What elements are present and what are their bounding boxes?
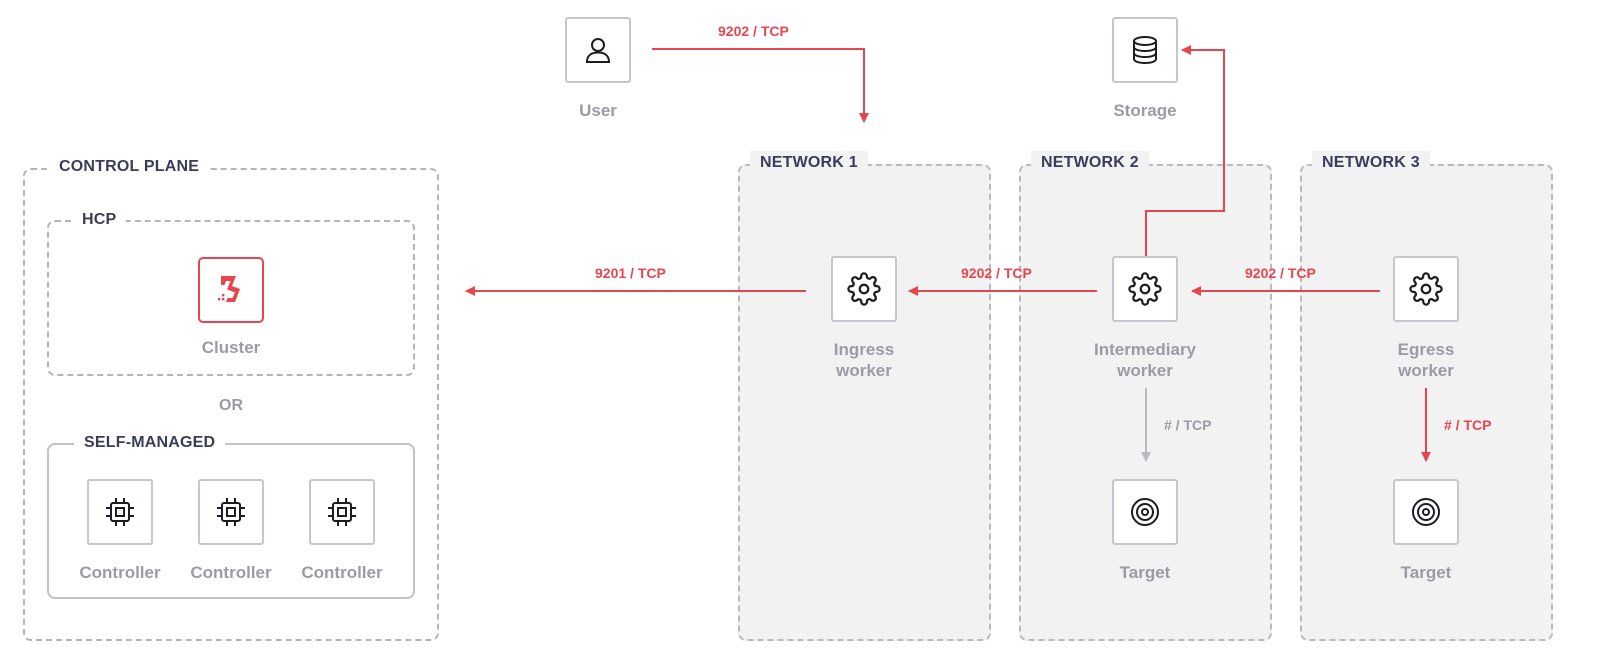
user-label: User	[579, 101, 617, 120]
gear-icon	[1409, 272, 1443, 306]
network3-label: NETWORK 3	[1312, 151, 1430, 175]
self-managed-group	[47, 443, 415, 599]
egress-worker-label: Egress worker	[1346, 339, 1506, 381]
ingress-worker-label: Ingress worker	[784, 339, 944, 381]
or-label: OR	[219, 397, 243, 414]
gear-icon	[1128, 272, 1162, 306]
gear-icon	[847, 272, 881, 306]
edge-label-intermediary-ingress: 9202 / TCP	[961, 265, 1032, 281]
control-plane-group	[23, 168, 439, 641]
egress-label-line1: Egress	[1397, 340, 1455, 359]
ingress-label-line1: Ingress	[833, 340, 895, 359]
edge-user-to-network1	[652, 48, 869, 123]
ingress-worker-node[interactable]	[831, 256, 897, 322]
edge-label-egress-target: # / TCP	[1444, 417, 1492, 433]
user-node[interactable]	[565, 17, 631, 83]
target-icon	[1412, 498, 1440, 526]
target-label-network3: Target	[1400, 563, 1452, 582]
controller-label-3: Controller	[301, 563, 383, 582]
controller-node-3[interactable]	[309, 479, 375, 545]
hcp-label: HCP	[72, 210, 127, 230]
intermediary-label-line2: worker	[1117, 361, 1173, 380]
network1-group	[738, 164, 991, 641]
hcp-group	[47, 220, 415, 376]
egress-label-line2: worker	[1398, 361, 1454, 380]
boundary-logo-icon	[218, 276, 240, 302]
target-label-network2: Target	[1119, 563, 1171, 582]
intermediary-label-line1: Intermediary	[1093, 340, 1197, 359]
cluster-label: Cluster	[201, 338, 261, 357]
egress-worker-node[interactable]	[1393, 256, 1459, 322]
control-plane-label: CONTROL PLANE	[49, 157, 210, 177]
edge-label-intermediary-target: # / TCP	[1164, 417, 1212, 433]
edge-label-9201: 9201 / TCP	[595, 265, 666, 281]
target-icon	[1131, 498, 1159, 526]
controller-node-1[interactable]	[87, 479, 153, 545]
cluster-node[interactable]	[198, 257, 264, 323]
target-node-network3[interactable]	[1393, 479, 1459, 545]
network2-label: NETWORK 2	[1031, 151, 1149, 175]
user-icon	[585, 38, 611, 63]
self-managed-label: SELF-MANAGED	[74, 433, 226, 453]
chip-icon	[106, 498, 134, 526]
chip-icon	[217, 498, 245, 526]
target-node-network2[interactable]	[1112, 479, 1178, 545]
edge-label-egress-intermediary: 9202 / TCP	[1245, 265, 1316, 281]
ingress-label-line2: worker	[836, 361, 892, 380]
database-icon	[1133, 36, 1157, 65]
chip-icon	[328, 498, 356, 526]
controller-label-2: Controller	[190, 563, 272, 582]
storage-node[interactable]	[1112, 17, 1178, 83]
controller-node-2[interactable]	[198, 479, 264, 545]
intermediary-worker-label: Intermediary worker	[1065, 339, 1225, 381]
storage-label: Storage	[1113, 101, 1177, 120]
edge-label-user: 9202 / TCP	[718, 23, 789, 39]
intermediary-worker-node[interactable]	[1112, 256, 1178, 322]
controller-label-1: Controller	[79, 563, 161, 582]
network1-label: NETWORK 1	[750, 151, 868, 175]
